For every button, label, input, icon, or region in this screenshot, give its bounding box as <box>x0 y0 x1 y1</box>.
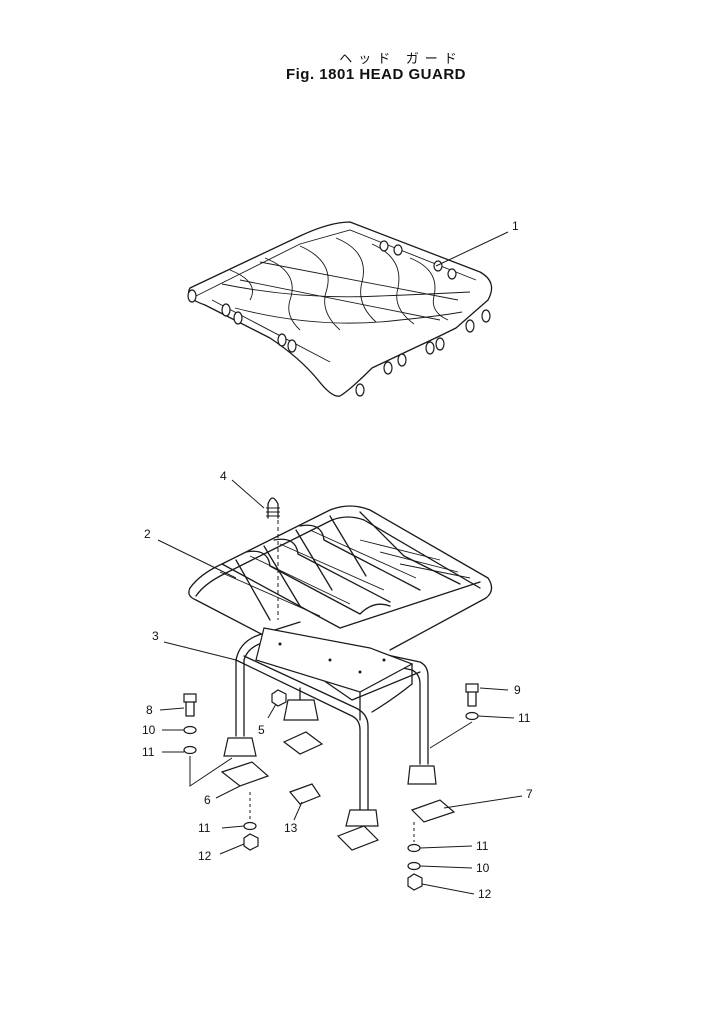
washer-parts <box>183 711 479 871</box>
callout-12-right: 12 <box>478 887 492 901</box>
bolt-9-part <box>465 683 479 707</box>
callout-10-right: 10 <box>476 861 490 875</box>
callout-1: 1 <box>512 219 519 233</box>
callout-11-left-b: 11 <box>198 821 211 835</box>
u-bolt-part <box>266 497 280 620</box>
shim-13 <box>288 783 321 805</box>
roof-frame-part <box>188 505 493 651</box>
callout-numbers: 1 2 3 4 5 6 7 8 9 10 11 11 11 12 13 11 1… <box>142 219 533 901</box>
callout-11-right-b: 11 <box>476 839 489 853</box>
assembly-lines <box>189 721 473 842</box>
leader-lines <box>157 231 523 895</box>
bolt-8-part <box>183 693 197 717</box>
callout-7: 7 <box>526 787 533 801</box>
callout-11-left-a: 11 <box>142 745 155 759</box>
nut-5-part <box>271 689 287 707</box>
callout-2: 2 <box>144 527 151 541</box>
plate-6 <box>220 761 270 787</box>
callout-8: 8 <box>146 703 153 717</box>
callout-9: 9 <box>514 683 521 697</box>
callout-4: 4 <box>220 469 227 483</box>
title-english: Fig. 1801 HEAD GUARD <box>285 66 467 83</box>
main-frame-part <box>223 621 437 827</box>
plate-parts <box>220 731 456 851</box>
callout-13: 13 <box>284 821 298 835</box>
callout-10-left: 10 <box>142 723 156 737</box>
nut-12-parts <box>243 833 423 891</box>
plate-7 <box>410 799 456 823</box>
callout-11-right-a: 11 <box>518 711 531 725</box>
callout-5: 5 <box>258 723 265 737</box>
canopy-cover-part <box>187 221 493 397</box>
callout-12-left: 12 <box>198 849 212 863</box>
title-japanese: ヘッド ガード <box>339 51 463 66</box>
callout-3: 3 <box>152 629 159 643</box>
callout-6: 6 <box>204 793 211 807</box>
